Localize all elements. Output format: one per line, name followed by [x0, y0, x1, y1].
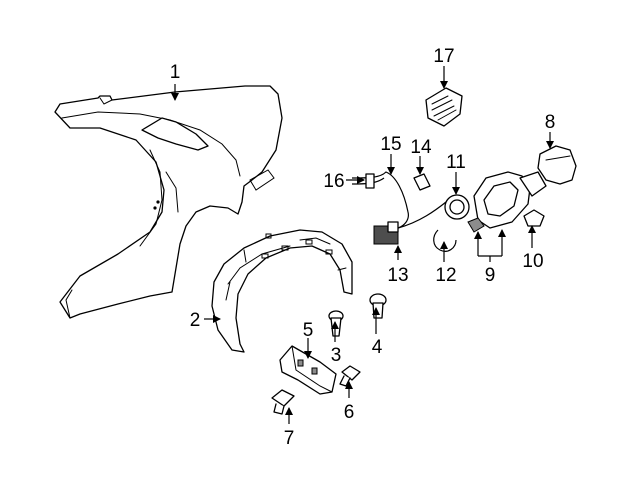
leader-lines — [171, 66, 554, 424]
actuator-part-13 — [373, 201, 447, 245]
callout-4: 4 — [372, 337, 383, 358]
callout-1: 1 — [170, 62, 181, 83]
callout-13: 13 — [387, 265, 408, 286]
callout-labels: 1 2 3 4 5 6 7 8 9 10 11 12 13 14 15 16 1… — [170, 46, 556, 449]
callout-9: 9 — [485, 265, 496, 286]
filler-housing-part-9 — [467, 171, 547, 233]
callout-5: 5 — [303, 320, 314, 341]
callout-16: 16 — [323, 171, 344, 192]
callout-11: 11 — [446, 152, 466, 173]
callout-2: 2 — [190, 310, 201, 331]
callout-12: 12 — [435, 265, 456, 286]
callout-6: 6 — [344, 402, 355, 423]
seal-ring-part-11 — [444, 194, 470, 220]
callout-3: 3 — [331, 345, 342, 366]
vent-grille-part-17 — [425, 87, 463, 127]
strap-part-12 — [433, 229, 457, 252]
screw-part-3 — [328, 310, 344, 337]
quarter-panel-part — [54, 85, 283, 319]
clip-part-14 — [413, 173, 431, 191]
clip-part-10 — [523, 209, 545, 227]
wheel-liner-part — [211, 229, 353, 353]
bracket-part-5 — [279, 345, 337, 395]
callout-17: 17 — [433, 46, 454, 67]
callout-7: 7 — [284, 428, 295, 449]
fuel-door-part-8 — [537, 145, 577, 185]
push-pin-part-4 — [369, 293, 387, 319]
clip-part-7 — [271, 389, 295, 415]
callout-10: 10 — [522, 251, 543, 272]
callout-8: 8 — [545, 112, 556, 133]
release-cable-part-15 — [351, 171, 409, 229]
callout-15: 15 — [380, 134, 401, 155]
bolt-part-6 — [339, 365, 361, 387]
callout-14: 14 — [410, 137, 432, 158]
